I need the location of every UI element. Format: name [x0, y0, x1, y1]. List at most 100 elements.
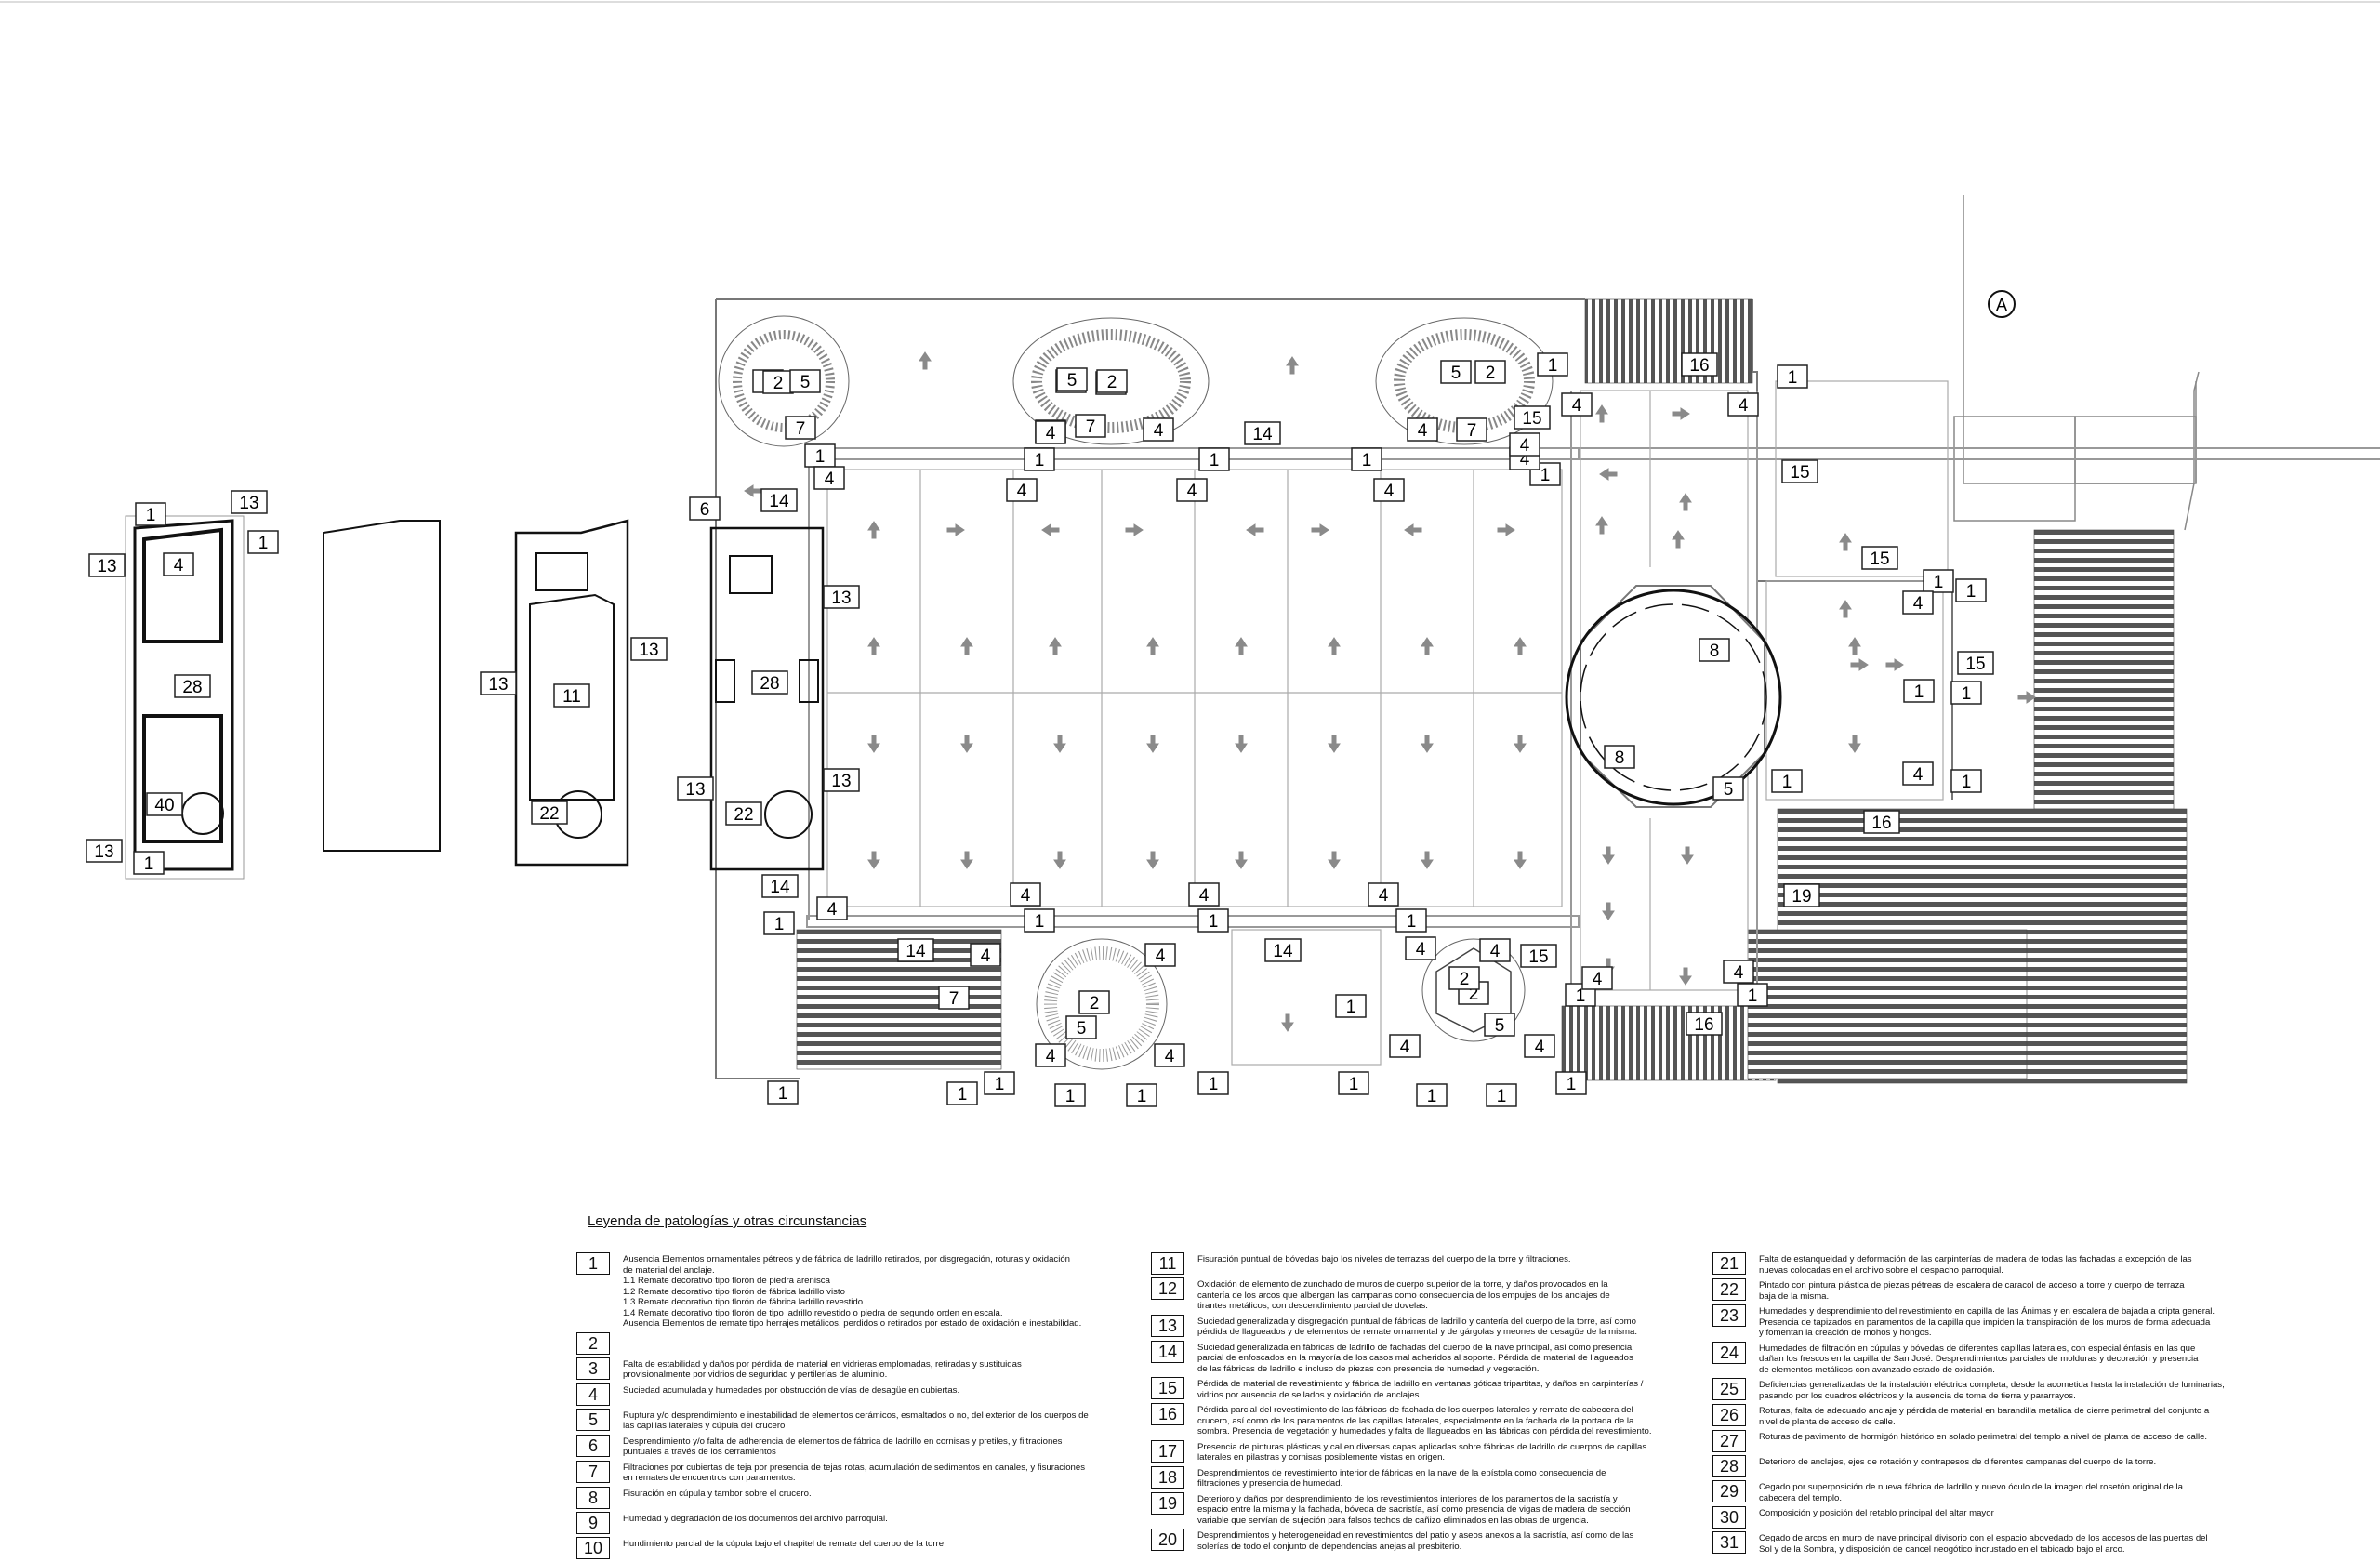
pathology-tag-label: 1: [1035, 451, 1045, 470]
pathology-tag: 4: [1902, 761, 1934, 786]
pathology-tag: 28: [174, 674, 211, 698]
pathology-tag-label: 2: [1460, 970, 1470, 989]
pathology-tags: 1111111111111111111111111111111112222222…: [86, 352, 1994, 1107]
drainage-arrow: [1311, 523, 1329, 536]
pathology-tag: 1: [1777, 364, 1808, 389]
pathology-tag-label: 5: [800, 373, 811, 392]
legend-description: Oxidación de elemento de zunchado de mur…: [1197, 1279, 1610, 1311]
legend-number-box: 13: [1151, 1314, 1184, 1337]
pathology-tag: 1: [1024, 908, 1055, 933]
legend-number-box: 16: [1151, 1403, 1184, 1425]
pathology-tag-label: 1: [1137, 1087, 1147, 1106]
pathology-tag: 1: [1537, 352, 1568, 377]
pathology-tag: 1: [133, 851, 165, 875]
legend-description: Deterioro y daños por desprendimiento de…: [1197, 1493, 1631, 1526]
pathology-tag-label: 13: [685, 780, 705, 800]
pathology-tag: 4: [1524, 1034, 1555, 1058]
pathology-tag: 4: [1723, 960, 1754, 984]
pathology-tag-label: 4: [1490, 942, 1501, 961]
drainage-arrow: [1679, 967, 1692, 986]
pathology-tag: 5: [789, 369, 821, 393]
legend-description: Pérdida de material de revestimiento y f…: [1197, 1379, 1644, 1400]
pathology-tag: 2: [1078, 990, 1110, 1014]
pathology-tag-label: 4: [1021, 886, 1031, 906]
pathology-tag-label: 1: [1427, 1087, 1437, 1106]
legend-number-box: 30: [1712, 1506, 1746, 1529]
legend-number-box: 29: [1712, 1480, 1746, 1502]
pathology-tag: 14: [760, 488, 798, 512]
legend-description: Roturas de pavimento de hormigón históri…: [1759, 1432, 2208, 1442]
roof-hatching: [796, 298, 2188, 1084]
pathology-tag-label: 13: [639, 641, 658, 660]
pathology-tag-label: 8: [1615, 748, 1625, 768]
legend-number-box: 8: [576, 1486, 610, 1509]
legend-number-box: 19: [1151, 1491, 1184, 1515]
pathology-tag-label: 1: [146, 506, 156, 525]
pathology-tag: 15: [1781, 459, 1818, 483]
pathology-tag: 1: [1950, 681, 1982, 705]
pathology-tag-label: 13: [831, 589, 851, 608]
legend-description: Desprendimiento y/o falta de adherencia …: [623, 1436, 1063, 1458]
pathology-tag: 1: [135, 502, 166, 526]
legend-number-box: 22: [1712, 1278, 1746, 1301]
pathology-tag: 14: [1264, 938, 1302, 962]
pathology-tag-label: 1: [995, 1075, 1005, 1094]
drainage-arrow: [1848, 637, 1861, 655]
pathology-tag-label: 22: [539, 804, 559, 824]
legend-number-box: 28: [1712, 1455, 1746, 1477]
pathology-tag-label: 1: [1962, 684, 1972, 704]
pathology-tag-label: 1: [1934, 573, 1944, 592]
pathology-tag-label: 14: [1252, 425, 1273, 444]
pathology-tag: 13: [823, 585, 860, 609]
pathology-tag: 1: [1335, 994, 1367, 1018]
pathology-tag-label: 1: [1962, 773, 1972, 792]
pathology-tag-label: 4: [827, 900, 838, 920]
pathology-tag: 16: [1681, 352, 1718, 377]
pathology-tag-label: 1: [258, 534, 269, 553]
pathology-tag: 40: [146, 792, 183, 816]
pathology-tag-label: 1: [1346, 998, 1356, 1017]
pathology-tag: 14: [897, 938, 934, 962]
pathology-tag: 4: [1902, 590, 1934, 615]
pathology-tag: 1: [767, 1080, 799, 1105]
legend-description: Filtraciones por cubiertas de teja por p…: [623, 1462, 1086, 1484]
drainage-arrow: [1421, 735, 1434, 753]
pathology-tag: 1: [247, 530, 279, 554]
pathology-tag: 13: [86, 839, 123, 863]
pathology-tag: 28: [751, 670, 788, 695]
pathology-tag: 1: [1955, 578, 1987, 602]
pathology-tag-label: 1: [1914, 682, 1924, 702]
pathology-tag: 1: [1486, 1083, 1517, 1107]
pathology-tag-label: 7: [796, 419, 806, 439]
pathology-tag: 4: [1154, 1043, 1185, 1067]
pathology-tag-label: 4: [1384, 482, 1395, 501]
legend-description: Desprendimientos de revestimiento interi…: [1197, 1467, 1606, 1489]
pathology-tag-label: 16: [1871, 814, 1891, 833]
pathology-tag-label: 7: [949, 989, 959, 1009]
pathology-tag-label: 1: [958, 1085, 968, 1105]
pathology-tag: 1: [1126, 1083, 1157, 1107]
legend-description: Ruptura y/o desprendimiento e inestabili…: [623, 1410, 1089, 1432]
pathology-tag-label: 4: [1418, 421, 1428, 441]
pathology-tag: 11: [553, 683, 590, 708]
pathology-tag-label: 4: [1913, 594, 1924, 614]
pathology-tag: 4: [1561, 392, 1593, 417]
pathology-tag-label: 7: [1086, 417, 1096, 437]
pathology-tag: 4: [1188, 882, 1220, 907]
legend-number-box: 1: [576, 1252, 610, 1275]
legend-description: Deficiencias generalizadas de la instala…: [1759, 1380, 2225, 1401]
pathology-tag: 4: [1727, 392, 1759, 417]
pathology-tag: 4: [1509, 432, 1540, 457]
pathology-tag-label: 16: [1694, 1015, 1713, 1035]
legend-number-box: 3: [576, 1357, 610, 1380]
pathology-tag: 6: [689, 496, 721, 521]
pathology-tag-label: 15: [1870, 549, 1889, 569]
drainage-arrow: [1421, 637, 1434, 655]
